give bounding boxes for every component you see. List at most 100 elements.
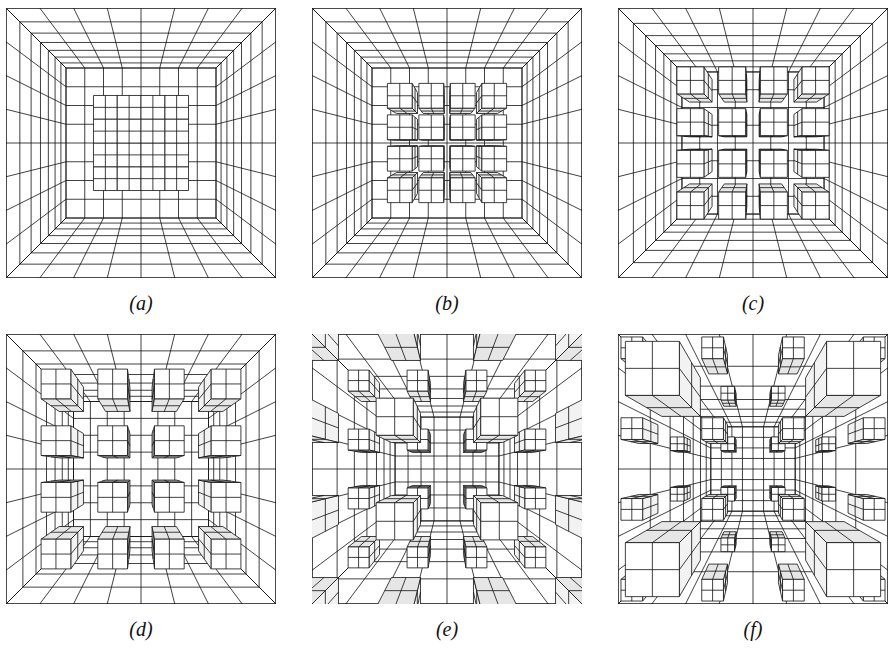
cube-face — [719, 150, 746, 177]
cube-face — [199, 426, 212, 458]
room-grid-line — [98, 440, 128, 441]
room-grid-line — [71, 441, 84, 446]
room-grid-line — [211, 497, 241, 498]
cube-face — [312, 398, 338, 442]
room-grid-line — [525, 380, 546, 381]
room-grid-line — [824, 8, 888, 72]
room-grid-line — [477, 347, 510, 348]
room-grid-line — [770, 438, 771, 451]
room-grid-line — [797, 188, 798, 213]
room-grid-line — [824, 161, 888, 177]
room-grid-line — [216, 42, 276, 87]
room-grid-line — [429, 432, 430, 451]
room-grid-line — [459, 417, 460, 521]
cube-face — [863, 499, 885, 521]
cube-face — [412, 146, 417, 171]
cube-face — [117, 167, 141, 191]
room-grid-line — [413, 8, 428, 68]
room-grid-line — [209, 334, 277, 402]
room-grid-line — [325, 499, 326, 532]
cube-face — [848, 439, 885, 443]
cube-face — [387, 146, 412, 171]
cube-face — [848, 494, 885, 498]
room-grid-line — [643, 504, 658, 510]
room-grid-line — [679, 368, 700, 397]
room-grid-line — [702, 347, 724, 348]
cube-face — [74, 402, 209, 537]
room-grid-line — [98, 554, 128, 555]
room-grid-line — [670, 443, 684, 444]
room-grid-line — [209, 334, 277, 402]
cube-face — [702, 337, 724, 359]
cube-face — [656, 46, 851, 241]
cube-face — [376, 398, 413, 435]
panel-drawing — [6, 8, 276, 278]
room-grid-line — [702, 428, 724, 429]
cube-face — [372, 68, 522, 218]
room-grid-line — [819, 486, 832, 487]
cube-face — [771, 538, 785, 552]
room-grid-line — [806, 541, 827, 570]
cube-face — [312, 435, 338, 442]
room-grid-line — [51, 456, 78, 457]
room-grid-line — [647, 530, 692, 531]
room-grid-line — [429, 487, 430, 506]
room-grid-line — [93, 131, 117, 132]
room-grid-line — [464, 432, 465, 451]
room-grid-line — [98, 497, 128, 498]
cube-face — [68, 396, 213, 541]
room-grid-line — [102, 405, 129, 406]
cube-face — [525, 547, 546, 568]
room-grid-line — [466, 218, 481, 278]
room-grid-line — [107, 8, 122, 68]
cube-face — [152, 527, 184, 540]
room-grid-line — [165, 107, 189, 108]
room-grid-line — [713, 359, 719, 374]
cube-face — [312, 578, 338, 604]
room-grid-line — [771, 544, 785, 545]
room-grid-line — [374, 541, 375, 560]
cube-face — [481, 503, 518, 540]
room-grid-line — [153, 379, 154, 406]
cube-face — [778, 564, 804, 579]
cube-face — [556, 578, 582, 604]
cube-face — [98, 426, 128, 456]
panel-drawing — [6, 334, 276, 604]
room-grid-line — [814, 363, 815, 408]
cube-face — [863, 418, 885, 440]
panel-frame — [6, 334, 276, 604]
panel-label: (f) — [744, 618, 763, 641]
room-grid-line — [652, 522, 681, 543]
cube-face — [71, 426, 84, 458]
cube-face — [806, 522, 881, 543]
room-grid-line — [209, 469, 277, 470]
room-grid-line — [387, 127, 412, 128]
room-grid-line — [128, 481, 129, 508]
room-grid-line — [71, 492, 84, 497]
room-grid-line — [204, 481, 205, 508]
room-grid-line — [77, 481, 78, 508]
room-grid-line — [312, 8, 372, 68]
cube-face — [199, 480, 212, 512]
cube-face — [41, 426, 71, 456]
room-grid-line — [348, 557, 369, 558]
room-grid-line — [74, 469, 209, 470]
room-grid-line — [682, 143, 824, 144]
room-grid-line — [387, 95, 412, 96]
cube-face — [525, 488, 546, 509]
room-grid-line — [113, 527, 118, 540]
room-grid-line — [410, 486, 429, 487]
room-grid-line — [209, 537, 277, 605]
room-grid-line — [713, 564, 719, 579]
room-grid-line — [157, 402, 158, 537]
room-grid-line — [568, 591, 569, 604]
room-grid-line — [376, 416, 413, 417]
cube-face — [141, 119, 165, 143]
room-grid-line — [312, 42, 372, 87]
room-grid-line — [686, 214, 718, 278]
cube-face — [387, 178, 412, 203]
room-grid-line — [56, 527, 71, 540]
cube-face — [93, 119, 117, 143]
room-grid-line — [795, 511, 888, 604]
room-grid-line — [687, 438, 688, 451]
